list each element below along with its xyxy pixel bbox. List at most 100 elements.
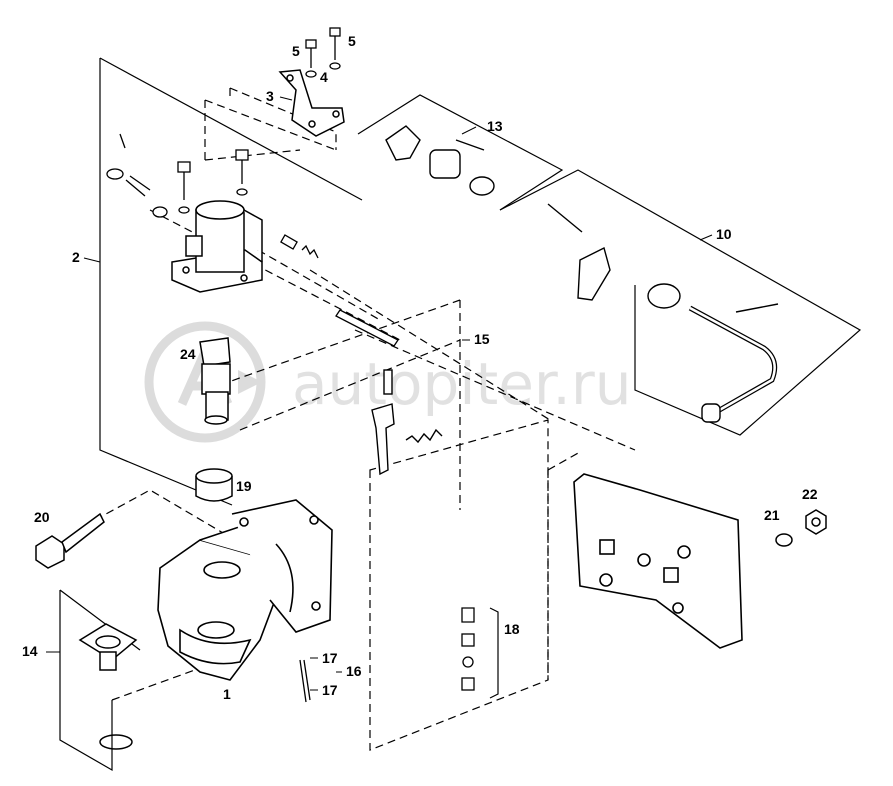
body-mouth bbox=[179, 628, 252, 665]
insert-sleeve bbox=[99, 651, 117, 671]
screw-head bbox=[235, 149, 249, 161]
kit-cap bbox=[461, 677, 475, 691]
callout-4: 4 bbox=[320, 69, 328, 85]
kit-spring bbox=[461, 607, 475, 623]
callout-15: 15 bbox=[474, 331, 490, 347]
part-18-kit bbox=[461, 607, 475, 691]
plunger-nut bbox=[106, 168, 124, 180]
lever-pin bbox=[383, 369, 393, 395]
screw-washer bbox=[236, 188, 248, 196]
flange-hole bbox=[239, 517, 249, 527]
callout-1: 1 bbox=[223, 686, 231, 702]
part-1-coupling-body bbox=[157, 499, 333, 681]
pin-upper bbox=[201, 363, 231, 395]
housing-hole bbox=[182, 266, 190, 274]
housing-hole bbox=[240, 274, 248, 282]
leader-10 bbox=[699, 234, 713, 241]
frame-dashed-links bbox=[149, 209, 636, 451]
body-flange bbox=[231, 499, 333, 633]
flange-hole bbox=[311, 601, 321, 611]
body-bore bbox=[203, 561, 241, 579]
plunger-spring bbox=[125, 175, 151, 197]
frame-group-10 bbox=[499, 169, 862, 436]
callout-21: 21 bbox=[764, 507, 780, 523]
parts-21-22 bbox=[775, 509, 827, 547]
plate-slot bbox=[663, 567, 679, 583]
pin-tip bbox=[204, 415, 228, 425]
bolt-shank bbox=[61, 512, 105, 554]
bracket-plate bbox=[278, 69, 345, 137]
frame-group-15 bbox=[219, 299, 461, 510]
callout-2: 2 bbox=[72, 249, 80, 265]
plate-slot bbox=[599, 539, 615, 555]
handle-pin bbox=[547, 203, 583, 233]
cam-pin bbox=[455, 139, 485, 151]
callout-5-left: 5 bbox=[292, 43, 300, 59]
frame-group-2-top bbox=[99, 57, 363, 201]
long-rod bbox=[335, 309, 399, 347]
plate-hole bbox=[637, 553, 651, 567]
bracket-hole bbox=[286, 74, 294, 82]
bolt-head bbox=[305, 39, 317, 49]
body-lower-bore bbox=[197, 621, 235, 639]
kit-bush bbox=[461, 633, 475, 647]
washer-4 bbox=[329, 62, 341, 70]
handle-grip bbox=[701, 403, 721, 423]
watermark: autopiter.ru bbox=[144, 321, 631, 443]
watermark-text: autopiter.ru bbox=[292, 350, 631, 418]
plate-hole bbox=[672, 602, 684, 614]
frame-group-13 bbox=[357, 94, 564, 211]
kit-ball bbox=[462, 656, 474, 668]
cam-spring bbox=[469, 176, 495, 196]
handle-spring bbox=[647, 283, 681, 309]
frame-group-3 bbox=[204, 87, 337, 161]
bolt-head bbox=[329, 27, 341, 37]
callouts: 1 2 3 4 5 5 10 13 14 15 16 17 17 18 19 2… bbox=[22, 33, 818, 702]
group-frames bbox=[59, 57, 862, 772]
callout-18: 18 bbox=[504, 621, 520, 637]
frame-group-18 bbox=[489, 607, 499, 699]
part-10-handle bbox=[547, 203, 779, 423]
part-3-bracket bbox=[278, 69, 345, 137]
mounting-plate bbox=[573, 473, 743, 649]
housing-side bbox=[243, 209, 263, 262]
leader-lines bbox=[46, 96, 713, 691]
part-14-insert bbox=[78, 623, 138, 671]
callout-10: 10 bbox=[716, 226, 732, 242]
part-16-17-pin bbox=[299, 659, 311, 703]
part-15-lever bbox=[371, 369, 443, 476]
plunger-pin bbox=[119, 133, 126, 149]
leader-2 bbox=[83, 257, 101, 263]
housing-tab bbox=[185, 235, 203, 257]
lever-spring bbox=[405, 428, 443, 444]
callout-24: 24 bbox=[180, 346, 196, 362]
part-19-bush bbox=[195, 468, 233, 502]
bracket-hole bbox=[332, 110, 340, 118]
plate-hole bbox=[677, 545, 691, 559]
frame-group-2-left bbox=[99, 58, 233, 506]
rod-body bbox=[335, 309, 399, 347]
frame-plate bbox=[547, 451, 581, 680]
screw-washer bbox=[178, 206, 190, 214]
handle-arm bbox=[577, 246, 611, 301]
plunger-cap bbox=[152, 206, 168, 218]
pin-16 bbox=[299, 659, 307, 703]
spring-pin bbox=[280, 234, 298, 250]
spring-coil bbox=[301, 244, 319, 259]
bolts-5 bbox=[305, 27, 341, 78]
callout-17-lower: 17 bbox=[322, 682, 338, 698]
callout-19: 19 bbox=[236, 478, 252, 494]
pin-16-side bbox=[303, 659, 311, 701]
washer-4 bbox=[305, 70, 317, 78]
callout-16: 16 bbox=[346, 663, 362, 679]
lever-body bbox=[371, 403, 395, 476]
bolt-hex-head bbox=[35, 535, 65, 569]
callout-13: 13 bbox=[487, 118, 503, 134]
part-2-housing bbox=[171, 200, 263, 293]
nut-bore bbox=[811, 517, 821, 527]
handle-rod bbox=[688, 305, 778, 415]
part-24-pin bbox=[199, 337, 231, 425]
handle-rod-inner bbox=[689, 306, 776, 414]
